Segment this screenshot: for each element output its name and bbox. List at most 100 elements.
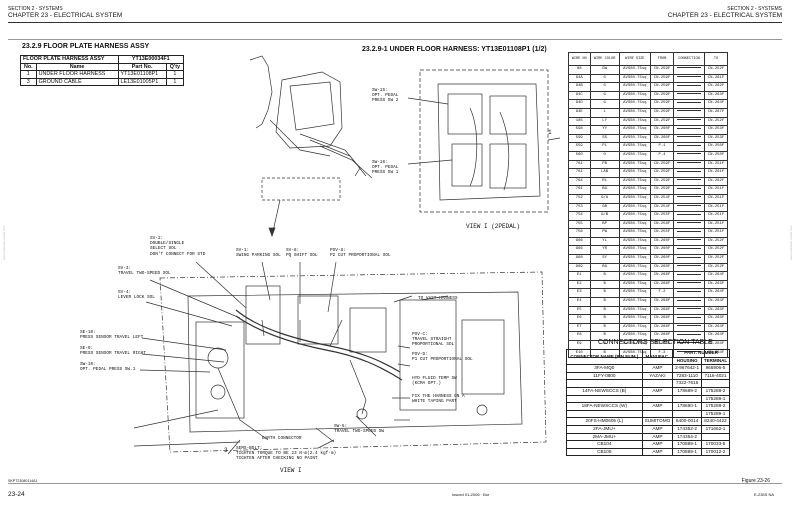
connection-line — [672, 236, 705, 247]
wire-table: WIRE NO WIRE COLOR WIRE SIZE FROM CONNEC… — [568, 52, 729, 359]
callout-sw16: SW-16: OPT. PEDAL PRESS SW 1 — [372, 160, 399, 176]
connection-line — [672, 168, 705, 178]
connection-line — [672, 297, 705, 307]
callout-psvc: PSV-C: TRAVEL STRAIGHT PROPORTIONAL SOL — [412, 332, 455, 348]
connection-line — [672, 73, 705, 84]
conn-col-manufac: MANUFAC. — [641, 348, 674, 366]
connection-line — [672, 279, 705, 290]
connection-line — [672, 133, 705, 144]
section-title: 23.2.9 FLOOR PLATE HARNESS ASSY — [22, 43, 150, 50]
callout-sv4: SV-4: LEVER LOCK SOL — [118, 290, 155, 301]
wire-col-to: TO — [703, 52, 729, 66]
connection-line — [672, 193, 705, 204]
callout-sv8: SV-8: PQ SHIFT SOL — [286, 248, 318, 259]
table-row: 175289-1 — [566, 409, 731, 419]
connectors-table: CONNECTOR NAME (PIN NUM.) MANUFAC. PART.… — [566, 348, 731, 457]
footer-model: E-235S NA — [753, 492, 774, 497]
sub-rule — [8, 39, 782, 40]
callout-sw15: SW-15: OPT. PEDAL PRESS SW 2 — [372, 88, 399, 104]
cab-console-outline — [275, 71, 343, 149]
callout-sv2: SV-2: DOUBLE/SINGLE SELECT SOL DON'T CON… — [150, 236, 206, 257]
callout-sv1: SV-1: SWING PARKING SOL — [236, 248, 281, 259]
connection-line — [672, 142, 705, 152]
connection-line — [672, 245, 705, 256]
connection-line — [672, 82, 705, 92]
conn-col-housing: HOUSING — [672, 356, 702, 366]
connection-line — [672, 90, 705, 101]
connection-line — [672, 271, 705, 281]
callout-sw5: SW-5: TRAVEL TWO-SPEED SW — [334, 424, 385, 435]
footer-page-no: 23-24 — [8, 491, 25, 498]
table-row: 7322-7616 — [566, 379, 731, 388]
connection-line — [672, 211, 705, 221]
header-right-chapter: CHAPTER 23 - ELECTRICAL SYSTEM — [667, 12, 782, 19]
connection-line — [672, 125, 705, 135]
connection-line — [672, 185, 705, 195]
footer-figure: Figure 23-26 — [741, 478, 770, 484]
wire-col-from: FROM — [650, 52, 674, 66]
connection-line — [672, 65, 705, 75]
connection-line — [672, 288, 705, 299]
connection-line — [672, 254, 705, 264]
conn-col-terminal: TERMINAL — [700, 356, 731, 366]
connection-line — [672, 228, 705, 238]
connection-line — [672, 314, 705, 324]
table-row: 175289-1 — [566, 394, 731, 404]
header-right-section: SECTION 2 - SYSTEMS — [727, 6, 782, 12]
callout-earth: EARTH CONNECTOR — [262, 436, 302, 441]
connection-line — [672, 116, 705, 127]
callout-sv3: SV-3: TRAVEL TWO-SPEED SOL — [118, 266, 171, 277]
header-rule — [8, 22, 782, 23]
callout-psv8: PSV-8: P2 CUT PROPORTIONAL SOL — [330, 248, 391, 259]
connection-line — [672, 305, 705, 316]
connection-line — [672, 262, 705, 273]
callout-sw10: SW-10: OPT. PEDAL PRESS SW.1 — [80, 362, 136, 373]
parts-table: FLOOR PLATE HARNESS ASSY YT13E00034F1 No… — [20, 55, 185, 87]
table-row: 3 GROUND CABLE LE13E01005P1 1 — [20, 77, 185, 87]
callout-view1: VIEW I — [280, 467, 302, 474]
footer-issued: Issued 01-2006 · Bur — [452, 492, 490, 497]
callout-fix-harness: FIX THE HARNESS ON A WHITE TAPING PART — [412, 394, 465, 405]
connection-line — [672, 176, 705, 187]
connectors-table-title: CONNECTORS SELECTION TABLE — [598, 339, 713, 346]
header-left-chapter: CHAPTER 23 - ELECTRICAL SYSTEM — [8, 12, 123, 19]
connection-line — [672, 99, 705, 109]
callout-sems-bolt: SEMS-BOLT: TIGHTEN TORQUE TO BE 23 N-m(2… — [236, 446, 337, 462]
wire-col-color: WIRE COLOR — [589, 52, 620, 66]
callout-se9: SE-9: PRESS SENSOR TRAVEL RIGHT — [80, 346, 146, 357]
callout-se10: SE-10: PRESS SENSOR TRAVEL LEFT — [80, 330, 144, 341]
callout-psvd: PSV-D: P1 CUT PROPORTIONAL SOL — [412, 352, 473, 363]
connection-line — [672, 322, 705, 333]
lever-outline — [249, 55, 273, 129]
